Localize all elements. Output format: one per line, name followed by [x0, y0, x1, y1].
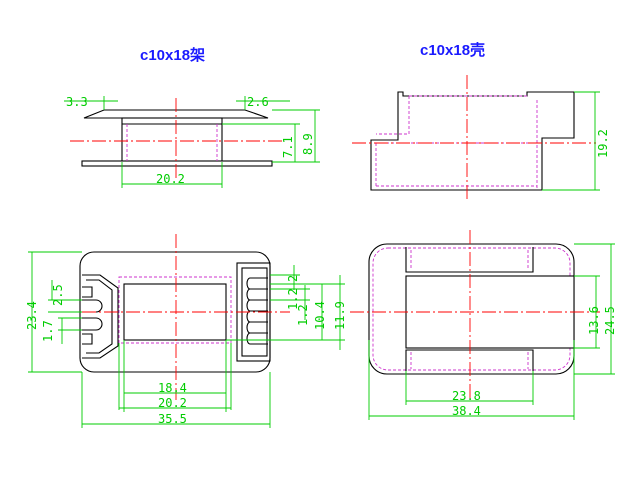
- right-pins: [246, 277, 268, 345]
- shell-title: c10x18壳: [420, 41, 485, 59]
- dim-core-w: 20.2: [156, 172, 185, 186]
- shell-side-view: 19.2: [352, 75, 610, 200]
- dim-r3: 1.2: [296, 304, 310, 326]
- dim-w-inner: 18.4: [158, 381, 187, 395]
- dim-shell-total-h: 24.5: [603, 306, 617, 335]
- bobbin-side-view: 3.3 2.6 7.1 8.9 20.2: [64, 95, 320, 188]
- shell-bottom-band: [405, 349, 534, 371]
- dim-h-inner: 10.4: [313, 301, 327, 330]
- dim-right-lip: 2.6: [247, 95, 269, 109]
- shell-outline: [370, 91, 575, 191]
- dim-h-outer: 11.9: [333, 301, 347, 330]
- dim-left-lip: 3.3: [66, 95, 88, 109]
- dim-shell-inner-h: 13.6: [587, 306, 601, 335]
- dim-pin-a: 2.5: [51, 284, 65, 306]
- bobbin-top-view: 23.4 2.5 1.7 2 1.2 1.2 10.4 11.9: [25, 234, 347, 428]
- dim-shell-total-w: 38.4: [452, 404, 481, 418]
- shell-top-view: 13.6 24.5 23.8 38.4: [350, 230, 617, 420]
- dim-outer-h: 8.9: [301, 133, 315, 155]
- left-pin-block: [82, 274, 119, 359]
- dim-bobbin-height: 23.4: [25, 301, 39, 330]
- bobbin-title: c10x18架: [140, 47, 205, 64]
- dim-shell-inner-w: 23.8: [452, 389, 481, 403]
- dim-w-core: 20.2: [158, 396, 187, 410]
- dim-r2: 1.2: [286, 288, 300, 310]
- shell-top-band: [405, 247, 534, 273]
- dim-shell-height: 19.2: [596, 129, 610, 158]
- dim-pin-b: 1.7: [41, 320, 55, 342]
- dim-w-total: 35.5: [158, 412, 187, 426]
- dim-inner-h: 7.1: [281, 136, 295, 158]
- dim-r1: 2: [286, 275, 300, 282]
- bobbin-core: [121, 117, 223, 163]
- bobbin-bottom-flange: [81, 160, 273, 167]
